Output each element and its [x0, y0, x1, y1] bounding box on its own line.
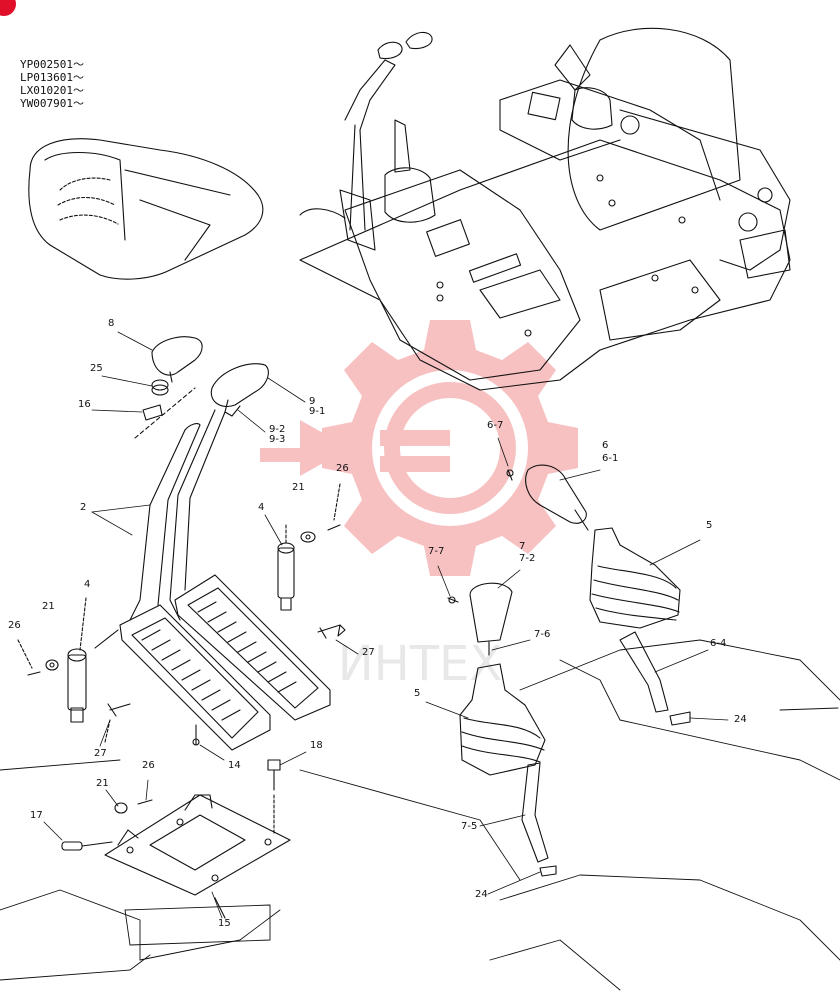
callout-label: 7-2: [519, 553, 535, 564]
nut-part-24-a: [669, 711, 691, 726]
lever-grip-part-9: [210, 363, 269, 417]
callout-label: 7-7: [428, 546, 444, 557]
callout-label: 6-1: [602, 453, 618, 464]
nut-part-21-a: [300, 531, 316, 543]
bolt-part-27-b: [104, 703, 131, 743]
travel-lever-part-2: [129, 409, 226, 621]
serial-number: YW007901～: [20, 97, 84, 110]
callout-label: 26: [8, 620, 21, 631]
nut-part-24-b: [539, 865, 557, 877]
damper-part-4-right: [277, 524, 295, 611]
nut-part-21-c: [114, 802, 128, 814]
callout-label: 7: [519, 541, 525, 552]
corner-badge: [0, 0, 16, 16]
pedal-right: [174, 574, 331, 721]
callout-label: 21: [292, 482, 305, 493]
lever-grip-part-6: [506, 464, 589, 531]
serial-number: LX010201～: [20, 84, 84, 97]
callout-label: 6: [602, 440, 608, 451]
pin-part-26-a: [327, 483, 341, 531]
watermark-logo: ИНТЕХ: [260, 320, 578, 692]
watermark-text: ИНТЕХ: [338, 636, 503, 692]
floor-outline-left: [0, 759, 521, 981]
callout-label: 24: [475, 889, 488, 900]
pin-part-26-b: [17, 639, 41, 676]
knob-part-8: [151, 336, 203, 383]
floor-outline-right: [489, 639, 840, 991]
callout-label: 5: [706, 520, 712, 531]
mounting-plate-part-15: [104, 794, 291, 919]
serial-number-list: YP002501～ LP013601～ LX010201～ YW007901～: [20, 58, 84, 110]
callout-label: 9-3: [269, 434, 285, 445]
callout-label: 21: [42, 601, 55, 612]
callout-label: 26: [142, 760, 155, 771]
pin-part-17: [61, 841, 113, 851]
callout-label: 26: [336, 463, 349, 474]
callout-label: 8: [108, 318, 114, 329]
callout-label: 6-4: [710, 638, 726, 649]
nut-part-25: [151, 379, 169, 396]
bolt-part-14: [192, 724, 200, 746]
serial-number: YP002501～: [20, 58, 84, 71]
lever-grip-part-7: [447, 582, 513, 656]
bolt-part-18: [267, 759, 281, 836]
callout-label: 6-7: [487, 420, 503, 431]
rubber-boot-part-5-lower: [459, 663, 546, 776]
callout-label: 17: [30, 810, 43, 821]
callout-label: 9-1: [309, 406, 325, 417]
damper-part-4-left: [67, 597, 119, 723]
lever-shaft-part-6-4: [619, 631, 669, 713]
callout-label: 9: [309, 396, 315, 407]
callout-label: 27: [362, 647, 375, 658]
callout-label: 15: [218, 918, 231, 929]
callout-label: 25: [90, 363, 103, 374]
callout-label: 24: [734, 714, 747, 725]
callout-label: 14: [228, 760, 241, 771]
bolt-part-27-a: [317, 624, 346, 639]
callout-label: 7-5: [461, 821, 477, 832]
callout-label: 4: [84, 579, 90, 590]
callout-label: 9-2: [269, 424, 285, 435]
pedal-left: [119, 604, 271, 751]
bushing-part-16: [134, 387, 196, 439]
callout-label: 27: [94, 748, 107, 759]
leader-lines: [43, 331, 729, 919]
nut-part-21-b: [45, 659, 59, 671]
operator-console-assembly: [299, 27, 791, 391]
callout-label: 2: [80, 502, 86, 513]
callout-label: 4: [258, 502, 264, 513]
rubber-boot-part-5-upper: [589, 527, 681, 629]
lever-shaft-part-7-5: [521, 762, 549, 863]
callout-label: 18: [310, 740, 323, 751]
seat-cushion: [28, 138, 264, 280]
callout-label: 7-6: [534, 629, 550, 640]
callout-label: 5: [414, 688, 420, 699]
callout-label: 16: [78, 399, 91, 410]
pin-part-26-c: [137, 799, 153, 805]
serial-number: LP013601～: [20, 71, 84, 84]
callout-label: 21: [96, 778, 109, 789]
